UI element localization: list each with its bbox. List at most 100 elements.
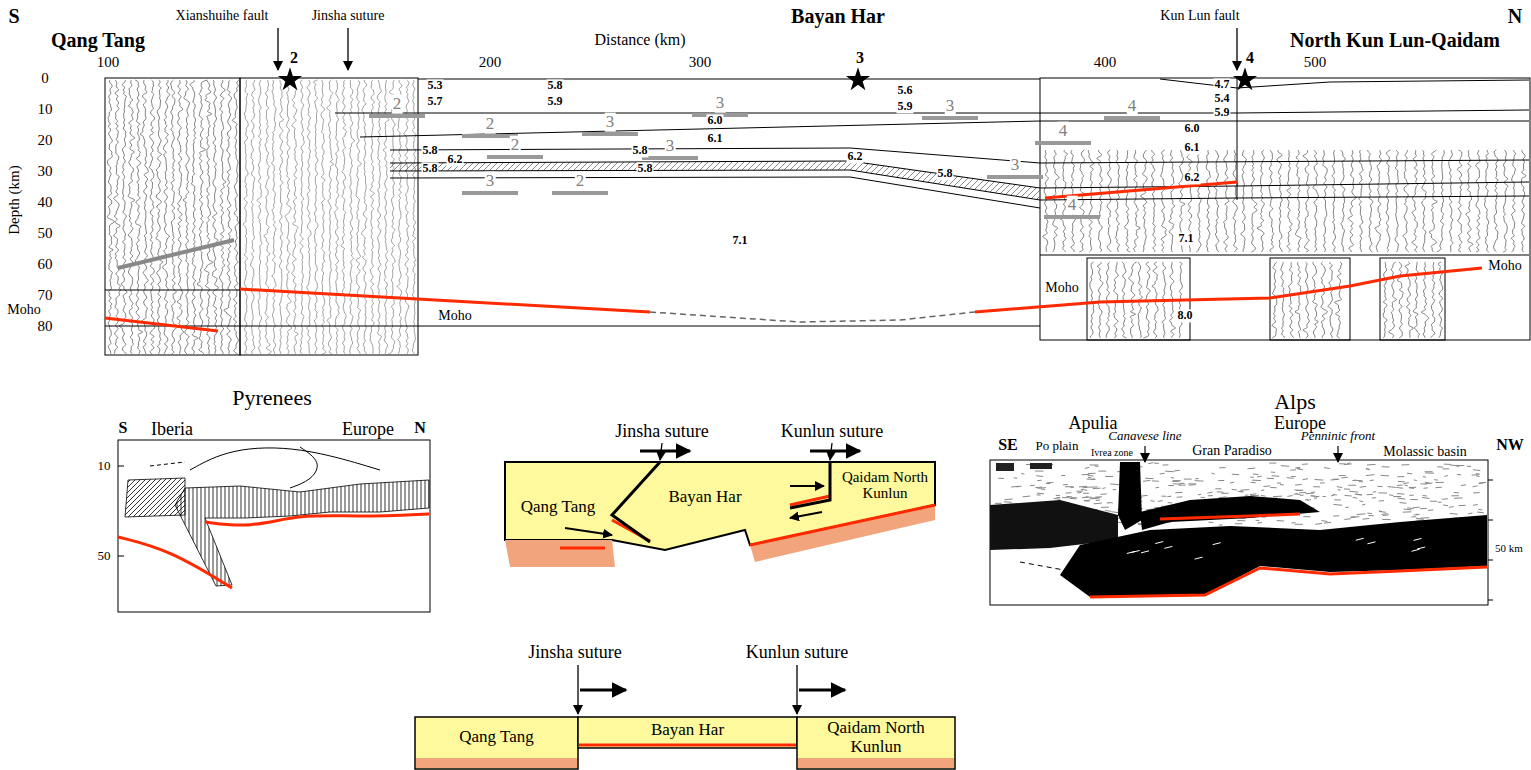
reflector-speckle <box>1472 474 1479 475</box>
reflector-speckle <box>1407 507 1414 509</box>
motion-arrow <box>790 485 824 487</box>
velocity-value: 6.2 <box>847 150 864 163</box>
reflector-speckle <box>1291 522 1295 523</box>
reflector-speckle <box>1174 470 1180 472</box>
axis-tick: 70 <box>38 287 53 304</box>
seismic-trace <box>183 80 190 354</box>
layer-number: 4 <box>1127 97 1138 116</box>
reflector-speckle <box>1110 483 1119 485</box>
seismic-trace <box>1375 150 1382 252</box>
velocity-value: 6.0 <box>707 114 724 127</box>
reflector-speckle <box>1277 483 1281 484</box>
reflector-speckle <box>1403 511 1412 512</box>
terrane-fill <box>578 717 797 748</box>
crust-body <box>1060 515 1487 597</box>
depth-tick: 50 <box>98 549 111 563</box>
crust-body <box>996 463 1014 471</box>
axis-title: Distance (km) <box>594 31 685 49</box>
direction-label: N <box>1508 5 1522 27</box>
reflector-speckle <box>1095 496 1102 497</box>
panel-title: Pyrenees <box>232 386 311 410</box>
seismic-trace <box>257 80 262 354</box>
reflector-speckle <box>1428 509 1434 510</box>
profile-frame <box>105 28 1530 355</box>
reflector-speckle <box>1422 497 1429 499</box>
moho-line <box>560 547 605 550</box>
velocity-value: 5.8 <box>422 162 439 175</box>
seismic-trace <box>388 80 395 354</box>
reflector-speckle <box>1155 487 1159 489</box>
reflector-speckle <box>1143 480 1150 482</box>
reflector-speckle <box>1382 513 1388 515</box>
seismic-trace <box>212 80 218 354</box>
layer-number: 3 <box>715 94 726 113</box>
reflector-speckle <box>1273 496 1277 498</box>
reflector-speckle <box>1280 484 1284 485</box>
reflector-speckle <box>1005 498 1013 500</box>
velocity-value: 5.9 <box>1214 106 1231 119</box>
reflector-speckle <box>1195 557 1203 559</box>
velocity-value: 5.9 <box>897 100 914 113</box>
reflector-speckle <box>1294 489 1302 491</box>
seismic-trace <box>1389 262 1397 338</box>
layer-segment <box>552 191 608 195</box>
reflector-speckle <box>1339 475 1346 476</box>
reflector-speckle <box>1438 502 1442 503</box>
velocity-value: 5.7 <box>427 95 444 108</box>
station-number: 3 <box>856 49 864 67</box>
axis-title: Depth (km) <box>6 165 23 235</box>
reflector-speckle <box>1396 487 1403 489</box>
reflector-speckle <box>1163 464 1169 465</box>
layer-number: 2 <box>392 95 403 114</box>
reflector-speckle <box>1456 465 1464 466</box>
velocity-value: 5.8 <box>547 79 564 92</box>
reflector-speckle <box>1367 464 1376 466</box>
reflector-speckle <box>1256 520 1260 521</box>
reflector-speckle <box>1477 512 1484 514</box>
suture-label: Kunlun suture <box>781 422 884 442</box>
reflector-speckle <box>1252 480 1261 481</box>
reflector-speckle <box>995 503 1002 504</box>
reflector-speckle <box>1393 496 1401 497</box>
hatched-layer <box>390 161 1040 200</box>
reflector-speckle <box>1459 505 1466 506</box>
axis-tick: 40 <box>38 194 53 211</box>
reflector-speckle <box>1379 510 1382 512</box>
seismic-trace <box>1106 262 1110 338</box>
reflector-speckle <box>1333 504 1342 506</box>
reflector-speckle <box>1444 464 1451 465</box>
seismic-trace <box>1161 150 1167 252</box>
reflector-speckle <box>1230 482 1234 484</box>
terrane-block: Qaidam North Kunlun <box>831 464 939 506</box>
reflector-speckle <box>1201 497 1206 498</box>
layer-number: 3 <box>665 137 676 156</box>
reflector-speckle <box>1219 467 1225 468</box>
scale-tick <box>1488 480 1493 481</box>
seismic-trace <box>383 80 389 354</box>
seismic-trace <box>1335 262 1342 338</box>
depth-tick-mark <box>118 466 124 467</box>
reflector-speckle <box>1083 493 1089 494</box>
reflector-speckle <box>1324 467 1330 469</box>
seismic-trace <box>1348 150 1356 252</box>
seismic-trace <box>1466 150 1473 252</box>
velocity-value: 5.4 <box>1214 92 1231 105</box>
reflector-speckle <box>1397 476 1404 477</box>
moho-line <box>579 744 796 747</box>
reflector-speckle <box>1425 472 1434 473</box>
layer-number: 4 <box>1058 122 1069 141</box>
reflector-speckle <box>1356 538 1364 540</box>
reflector-speckle <box>1188 483 1196 484</box>
reflector-speckle <box>1435 482 1443 483</box>
reflector-speckle <box>1378 492 1387 493</box>
reflector-speckle <box>1177 496 1183 497</box>
reflector-speckle <box>1334 499 1341 500</box>
reflector-speckle <box>1250 495 1259 496</box>
reflector-speckle <box>1261 490 1264 491</box>
axis-tick: 50 <box>38 225 53 242</box>
axis-tick: 20 <box>38 132 53 149</box>
seismic-trace <box>292 80 299 354</box>
reflector-speckle <box>1473 469 1480 471</box>
reflector-speckle <box>1372 497 1376 498</box>
reflector-speckle <box>1354 480 1363 481</box>
